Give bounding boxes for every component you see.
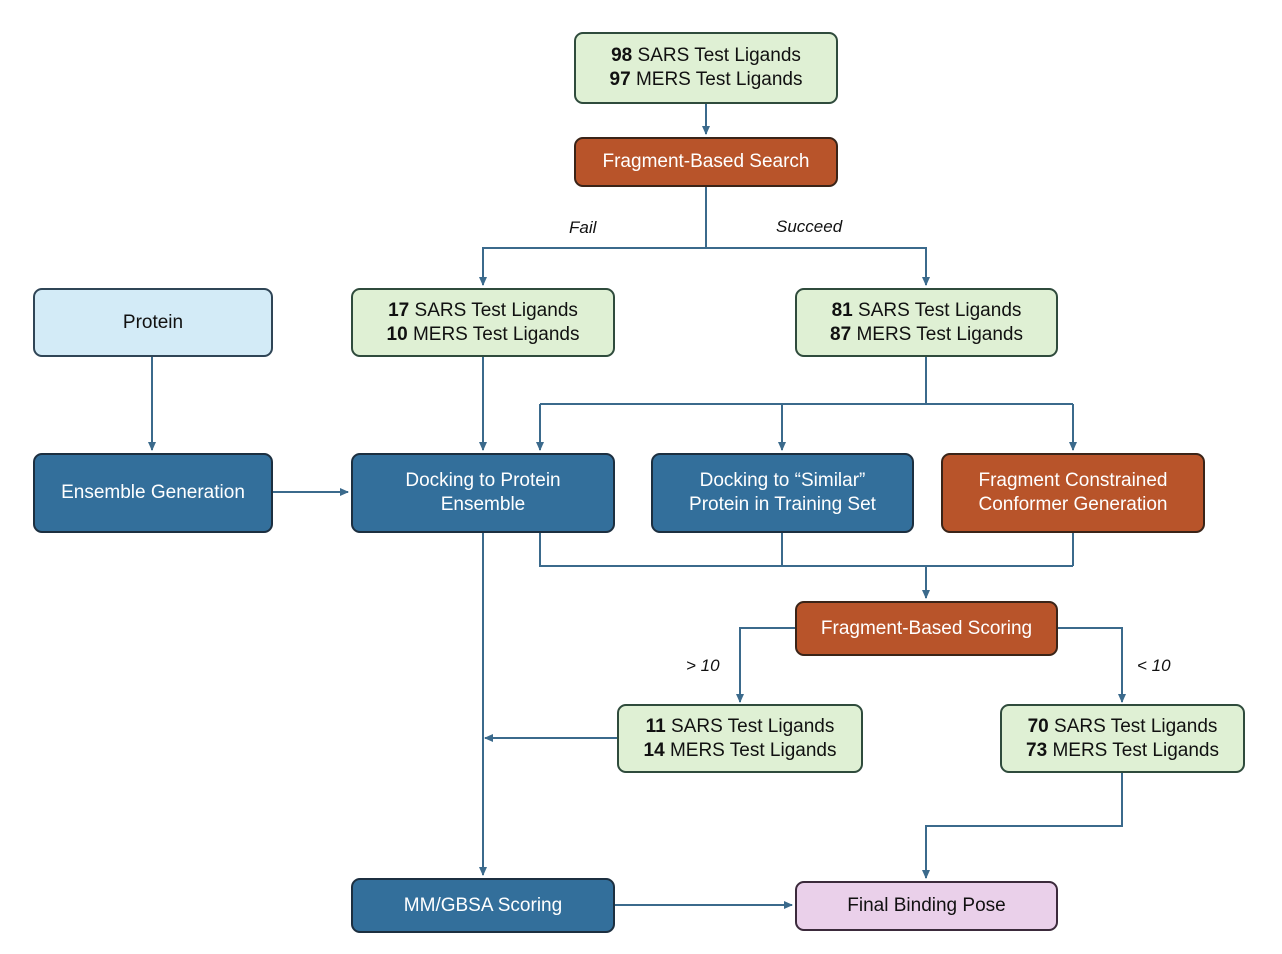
sars-text: SARS Test Ligands: [632, 45, 801, 66]
sars-count: 70: [1027, 715, 1049, 737]
mers-count: 87: [830, 323, 852, 345]
edge-docking-merge: [539, 533, 1073, 567]
sars-count: 81: [831, 299, 853, 321]
fail-label: Fail: [569, 218, 597, 237]
mmgbsa-scoring-box: MM/GBSA Scoring: [351, 878, 615, 933]
sars-text: SARS Test Ligands: [1048, 715, 1218, 737]
mers-text: MERS Test Ligands: [664, 739, 837, 761]
docking-similar-line1: Docking to “Similar”: [699, 470, 866, 491]
mmgbsa-label: MM/GBSA Scoring: [403, 894, 563, 916]
protein-label: Protein: [122, 311, 184, 333]
docking-similar-line2: Protein in Training Set: [689, 494, 876, 515]
fragment-conformer-line1: Fragment Constrained: [978, 470, 1168, 491]
succeed-label: Succeed: [776, 217, 843, 236]
ensemble-generation-label: Ensemble Generation: [61, 482, 245, 503]
docking-ensemble-line1: Docking to Protein: [405, 470, 561, 491]
docking-ensemble-box: Docking to Protein Ensemble: [351, 453, 615, 533]
mers-count: 97: [609, 69, 631, 90]
edge-search-to-succeed: [706, 247, 930, 286]
edge-low-to-final: [922, 773, 1123, 879]
mers-text: MERS Test Ligands: [407, 323, 580, 345]
fragment-conformer-box: Fragment Constrained Conformer Generatio…: [941, 453, 1205, 533]
sars-count: 11: [645, 715, 666, 737]
fail-ligands-box: 17 SARS Test Ligands 10 MERS Test Ligand…: [351, 288, 615, 357]
sars-text: SARS Test Ligands: [665, 715, 835, 737]
protein-box: Protein: [33, 288, 273, 357]
succeed-ligands-box: 81 SARS Test Ligands 87 MERS Test Ligand…: [795, 288, 1058, 357]
sars-count: 17: [388, 299, 410, 321]
greater-than-label: > 10: [686, 656, 720, 675]
less-than-label: < 10: [1137, 656, 1171, 675]
docking-similar-box: Docking to “Similar” Protein in Training…: [651, 453, 914, 533]
sars-text: SARS Test Ligands: [852, 299, 1022, 321]
fragment-search-label: Fragment-Based Search: [602, 151, 810, 172]
edge-search-to-fail: [479, 247, 706, 286]
final-pose-label: Final Binding Pose: [847, 895, 1006, 916]
high-score-ligands-box: 11 SARS Test Ligands 14 MERS Test Ligand…: [617, 704, 863, 773]
fragment-search-box: Fragment-Based Search: [574, 137, 838, 187]
fragment-scoring-label: Fragment-Based Scoring: [820, 617, 1033, 639]
ensemble-generation-box: Ensemble Generation: [33, 453, 273, 533]
docking-ensemble-line2: Ensemble: [440, 494, 526, 515]
sars-count: 98: [611, 45, 633, 66]
mers-text: MERS Test Ligands: [851, 323, 1023, 345]
mers-count: 14: [643, 739, 665, 761]
fragment-scoring-box: Fragment-Based Scoring: [795, 601, 1058, 656]
mers-text: MERS Test Ligands: [1047, 739, 1219, 761]
edge-scoring-to-high: [736, 627, 796, 703]
sars-text: SARS Test Ligands: [409, 299, 578, 321]
final-binding-pose-box: Final Binding Pose: [795, 881, 1058, 931]
test-ligands-box: 98 SARS Test Ligands 97 MERS Test Ligand…: [574, 32, 838, 104]
fragment-conformer-line2: Conformer Generation: [978, 494, 1168, 515]
mers-count: 10: [386, 323, 408, 345]
mers-text: MERS Test Ligands: [630, 69, 803, 90]
edge-scoring-to-low: [1056, 627, 1126, 703]
low-score-ligands-box: 70 SARS Test Ligands 73 MERS Test Ligand…: [1000, 704, 1245, 773]
mers-count: 73: [1026, 739, 1048, 761]
